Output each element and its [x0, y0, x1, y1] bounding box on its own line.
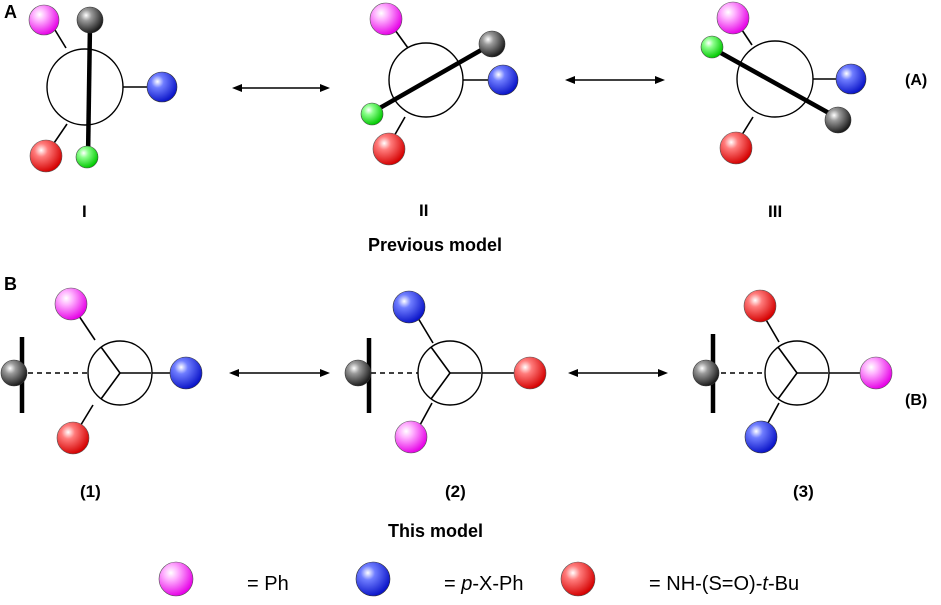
- panel-a-caption: Previous model: [368, 235, 502, 255]
- green-ball: [360, 102, 384, 126]
- label-1: (1): [80, 482, 101, 501]
- equilibrium-arrow-b1: [229, 369, 330, 377]
- aryl-ball: [146, 71, 178, 103]
- black-ball: [76, 6, 104, 34]
- phenyl-ball: [369, 2, 403, 36]
- black-ball: [824, 106, 852, 134]
- legend: = Ph = p-X-Ph = NH-(S=O)-t-Bu: [158, 561, 838, 597]
- sulfinamide-ball: [372, 132, 406, 166]
- black-ball: [692, 359, 720, 387]
- phenyl-ball: [859, 356, 893, 390]
- label-II: II: [419, 201, 428, 220]
- structure-3: [692, 289, 893, 454]
- phenyl-ball: [394, 420, 428, 454]
- legend-phenyl-text: = Ph: [197, 573, 328, 595]
- phenyl-ball: [54, 287, 88, 321]
- black-ball: [344, 359, 372, 387]
- structure-1: [0, 287, 203, 455]
- legend-item-sulfinamide: = NH-(S=O)-t-Bu: [560, 561, 838, 597]
- structure-I: [28, 4, 178, 173]
- equilibrium-arrow-b2: [568, 369, 668, 377]
- aryl-ball: [487, 64, 519, 96]
- black-ball: [0, 359, 28, 387]
- label-3: (3): [793, 482, 814, 501]
- panel-a-letter: A: [4, 2, 17, 22]
- legend-aryl-text: = p-X-Ph: [394, 573, 562, 595]
- structure-III: [700, 1, 867, 165]
- phenyl-ball: [28, 4, 60, 36]
- panel-b-side-label: (B): [905, 392, 927, 409]
- phenyl-ball: [716, 1, 750, 35]
- panel-b-letter: B: [4, 274, 17, 294]
- legend-red-ball: [560, 561, 596, 597]
- sulfinamide-ball: [719, 131, 753, 165]
- structure-2: [344, 290, 547, 454]
- label-III: III: [768, 202, 782, 221]
- panel-b-caption: This model: [388, 521, 483, 541]
- structure-II: [360, 2, 519, 166]
- legend-item-phenyl: = Ph: [158, 561, 328, 597]
- label-2: (2): [445, 482, 466, 501]
- label-I: I: [82, 202, 87, 221]
- green-ball: [700, 35, 724, 59]
- aryl-ball: [169, 356, 203, 390]
- legend-item-aryl: = p-X-Ph: [355, 561, 562, 597]
- black-ball: [478, 30, 506, 58]
- sulfinamide-ball: [56, 421, 90, 455]
- equilibrium-arrow-a2: [565, 76, 665, 84]
- legend-magenta-ball: [158, 561, 194, 597]
- green-ball: [75, 145, 99, 169]
- legend-blue-ball: [355, 561, 391, 597]
- panel-a-side-label: (A): [905, 72, 927, 89]
- equilibrium-arrow-a1: [232, 84, 330, 92]
- aryl-ball: [835, 63, 867, 95]
- aryl-ball: [744, 420, 778, 454]
- sulfinamide-ball: [743, 289, 777, 323]
- sulfinamide-ball: [513, 356, 547, 390]
- aryl-ball: [392, 290, 426, 324]
- sulfinamide-ball: [29, 139, 63, 173]
- legend-sulfinamide-text: = NH-(S=O)-t-Bu: [599, 573, 838, 595]
